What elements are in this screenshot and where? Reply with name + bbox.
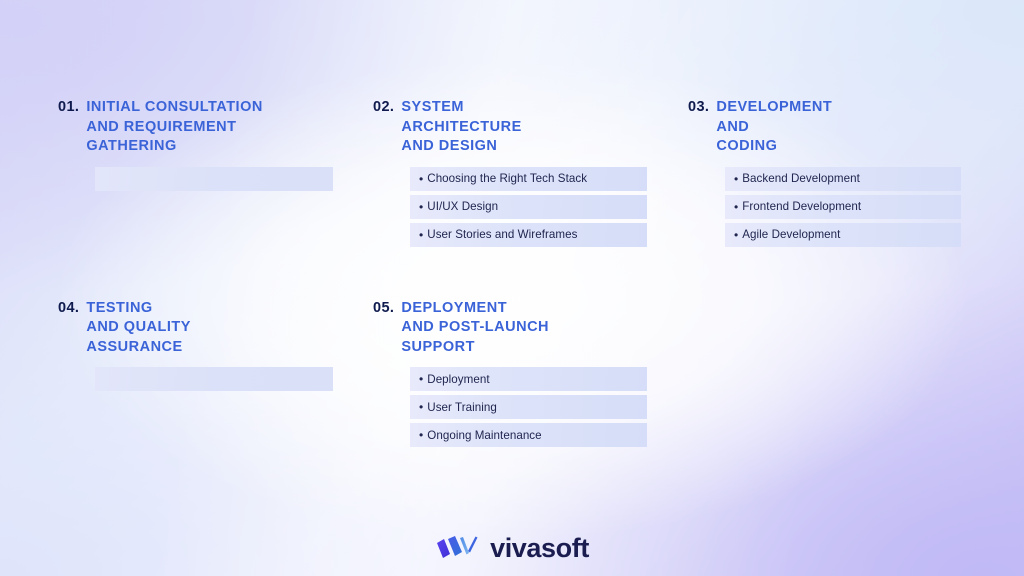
bullet-icon: • bbox=[419, 428, 424, 442]
list-item[interactable]: • Agile Development bbox=[725, 222, 961, 247]
step-04-title: TESTING AND QUALITY ASSURANCE bbox=[86, 299, 191, 355]
list-item-label: User Training bbox=[427, 400, 497, 414]
list-item-label: Ongoing Maintenance bbox=[427, 428, 542, 442]
vivasoft-w-mark-icon bbox=[437, 536, 478, 558]
list-item[interactable]: • Choosing the Right Tech Stack bbox=[410, 166, 647, 191]
list-item-label: Choosing the Right Tech Stack bbox=[427, 172, 588, 185]
bullet-icon: • bbox=[734, 227, 739, 242]
bullet-icon: • bbox=[734, 199, 739, 214]
list-item[interactable] bbox=[95, 166, 333, 191]
step-card-02: 02. SYSTEM ARCHITECTURE AND DESIGN • Cho… bbox=[373, 98, 688, 247]
list-item[interactable]: • User Training bbox=[410, 395, 647, 419]
step-02-number: 02. bbox=[373, 99, 395, 115]
step-01-number: 01. bbox=[58, 99, 80, 115]
step-03-items: • Backend Development • Frontend Develop… bbox=[725, 166, 961, 247]
step-05-title: DEPLOYMENT AND POST-LAUNCH SUPPORT bbox=[401, 299, 550, 355]
step-card-05: 05. DEPLOYMENT AND POST-LAUNCH SUPPORT •… bbox=[373, 299, 688, 447]
step-card-03: 03. DEVELOPMENT AND CODING • Backend Dev… bbox=[688, 98, 968, 247]
bullet-icon: • bbox=[419, 171, 424, 186]
list-item[interactable]: • Backend Development bbox=[725, 166, 961, 191]
footer-logo: vivasoft bbox=[0, 533, 1024, 563]
step-03-title: DEVELOPMENT AND CODING bbox=[716, 99, 833, 154]
step-05-header: 05. DEPLOYMENT AND POST-LAUNCH SUPPORT bbox=[373, 299, 688, 358]
process-steps-grid: 01. INITIAL CONSULTATION AND REQUIREMENT… bbox=[58, 98, 968, 447]
step-05-items: • Deployment • User Training • Ongoing M… bbox=[410, 367, 647, 447]
step-01-items bbox=[95, 166, 333, 191]
list-item-label: Deployment bbox=[427, 372, 490, 386]
step-05-number: 05. bbox=[373, 299, 395, 316]
bullet-icon: • bbox=[419, 372, 424, 386]
list-item[interactable]: • Deployment bbox=[410, 367, 647, 391]
step-02-title: SYSTEM ARCHITECTURE AND DESIGN bbox=[401, 99, 522, 154]
step-card-01: 01. INITIAL CONSULTATION AND REQUIREMENT… bbox=[58, 98, 373, 247]
list-item[interactable]: • UI/UX Design bbox=[410, 194, 647, 219]
list-item[interactable]: • Ongoing Maintenance bbox=[410, 423, 647, 447]
step-02-header: 02. SYSTEM ARCHITECTURE AND DESIGN bbox=[373, 98, 688, 157]
step-04-items bbox=[95, 367, 333, 391]
step-03-number: 03. bbox=[688, 99, 710, 115]
list-item-label: UI/UX Design bbox=[427, 200, 499, 213]
logo-wordmark: vivasoft bbox=[490, 532, 589, 563]
list-item-label: Backend Development bbox=[742, 172, 860, 185]
step-04-header: 04. TESTING AND QUALITY ASSURANCE bbox=[58, 299, 373, 358]
list-item[interactable] bbox=[95, 367, 333, 391]
list-item[interactable]: • User Stories and Wireframes bbox=[410, 222, 647, 247]
step-02-items: • Choosing the Right Tech Stack • UI/UX … bbox=[410, 166, 647, 247]
step-card-04: 04. TESTING AND QUALITY ASSURANCE bbox=[58, 299, 373, 448]
step-03-header: 03. DEVELOPMENT AND CODING bbox=[688, 98, 968, 157]
step-01-title: INITIAL CONSULTATION AND REQUIREMENT GAT… bbox=[86, 99, 263, 154]
list-item-label: User Stories and Wireframes bbox=[427, 228, 578, 241]
bullet-icon: • bbox=[419, 199, 424, 214]
list-item[interactable]: • Frontend Development bbox=[725, 194, 961, 219]
step-01-header: 01. INITIAL CONSULTATION AND REQUIREMENT… bbox=[58, 98, 373, 157]
bullet-icon: • bbox=[734, 171, 739, 186]
list-item-label: Frontend Development bbox=[742, 200, 862, 213]
bullet-icon: • bbox=[419, 227, 424, 242]
bullet-icon: • bbox=[419, 400, 424, 414]
step-04-number: 04. bbox=[58, 299, 80, 316]
list-item-label: Agile Development bbox=[742, 228, 841, 241]
